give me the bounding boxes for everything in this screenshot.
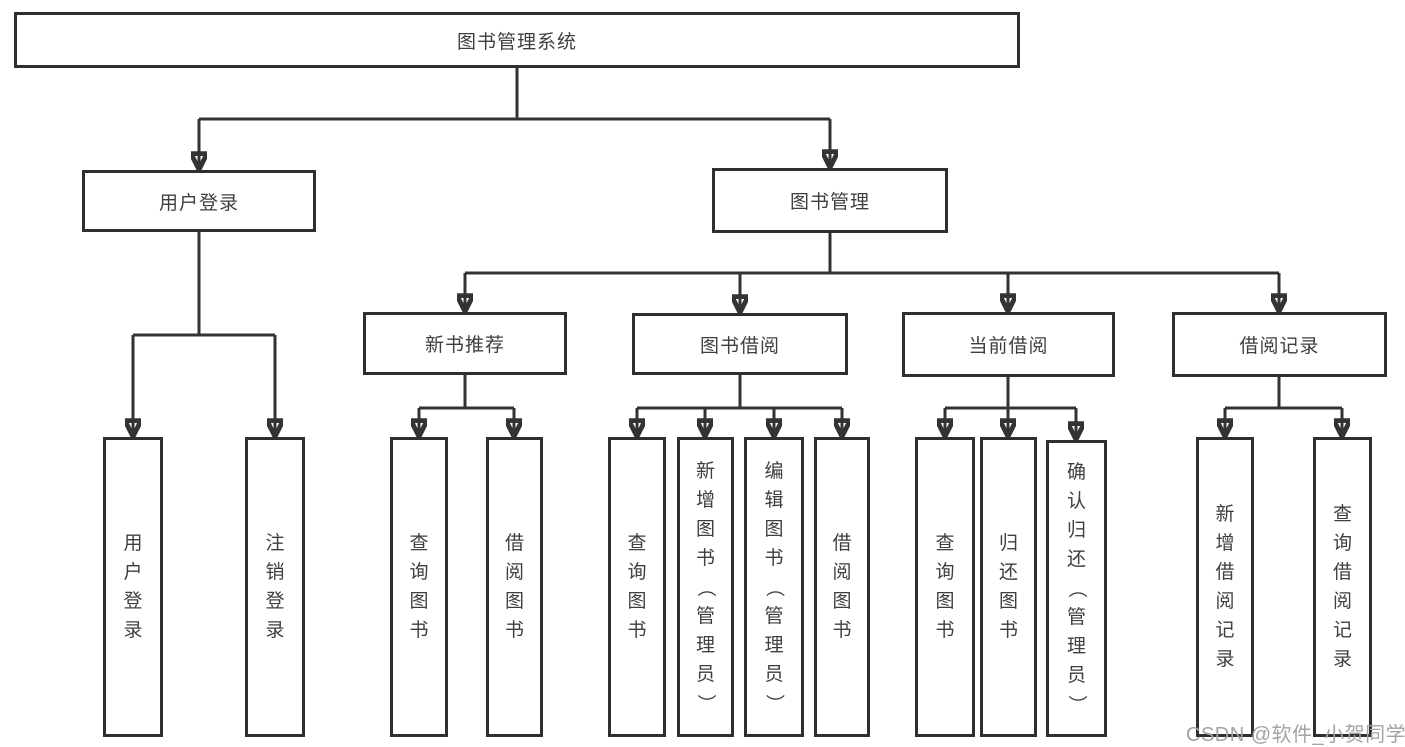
edge-br-trunk <box>1225 377 1342 410</box>
leaf-bb-edit-books-admin: 编辑图书（管理员） <box>744 437 804 737</box>
node-book-borrow: 图书借阅 <box>632 313 848 375</box>
leaf-logout: 注销登录 <box>245 437 305 737</box>
leaf-bb-borrow-books: 借阅图书 <box>814 437 870 737</box>
node-new-book-rec: 新书推荐 <box>363 312 567 375</box>
edge-bb-trunk <box>637 375 842 410</box>
leaf-bb-add-books-admin: 新增图书（管理员） <box>677 437 734 737</box>
leaf-br-add-record: 新增借阅记录 <box>1196 437 1254 737</box>
leaf-cb-confirm-return-admin: 确认归还（管理员） <box>1046 440 1107 737</box>
node-root: 图书管理系统 <box>14 12 1020 68</box>
edge-nbr-trunk <box>419 375 514 410</box>
node-current-borrow: 当前借阅 <box>902 312 1115 377</box>
node-user-login: 用户登录 <box>82 170 316 232</box>
leaf-cb-return-books: 归还图书 <box>980 437 1037 737</box>
csdn-watermark: CSDN @软件_小贺同学 <box>1186 724 1405 746</box>
edge-root-trunk <box>199 68 830 121</box>
leaf-br-query-record: 查询借阅记录 <box>1313 437 1372 737</box>
edge-cb-trunk <box>945 377 1076 410</box>
leaf-nbr-borrow-books: 借阅图书 <box>486 437 543 737</box>
edge-user-login-trunk <box>133 231 275 337</box>
leaf-user-login: 用户登录 <box>103 437 163 737</box>
node-borrow-records: 借阅记录 <box>1172 312 1387 377</box>
node-book-mgmt: 图书管理 <box>712 168 948 233</box>
edge-book-mgmt-trunk <box>465 231 1279 275</box>
leaf-cb-query-books: 查询图书 <box>915 437 975 737</box>
leaf-bb-query-books: 查询图书 <box>608 437 666 737</box>
leaf-nbr-query-books: 查询图书 <box>390 437 448 737</box>
